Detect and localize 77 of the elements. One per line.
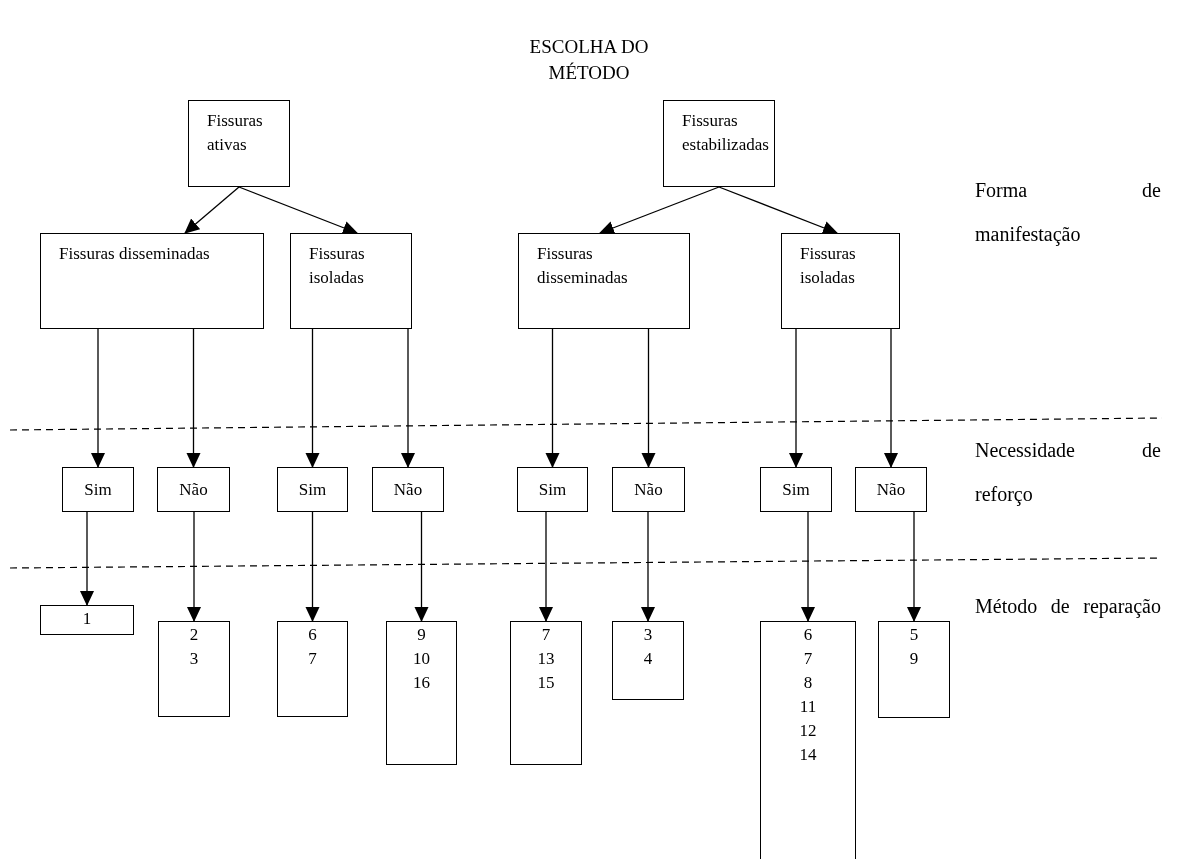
arrow <box>186 328 201 468</box>
box-text: Fissuras isoladas <box>309 243 366 289</box>
arrow <box>884 328 898 468</box>
process-box <box>781 233 900 329</box>
arrow <box>414 511 429 622</box>
box-text: 2 <box>188 624 200 646</box>
arrow <box>401 328 415 468</box>
box-text: 1 <box>81 608 93 630</box>
box-text: 11 <box>798 696 818 718</box>
process-box <box>612 467 685 512</box>
box-text: 6 <box>307 624 318 646</box>
box-text: Não <box>876 478 906 501</box>
box-text: Sim <box>84 478 112 501</box>
box-text: Não <box>393 478 423 501</box>
process-box <box>40 605 134 635</box>
arrow <box>80 511 94 606</box>
arrow <box>641 511 655 622</box>
box-text: Sim <box>538 478 567 501</box>
process-box <box>855 467 927 512</box>
arrow <box>907 511 921 622</box>
box-text: Fissuras disseminadas <box>537 243 629 289</box>
process-box <box>510 621 582 765</box>
process-box <box>612 621 684 700</box>
arrow <box>599 186 720 235</box>
process-box <box>62 467 134 512</box>
arrow <box>305 511 320 622</box>
box-text: 12 <box>798 720 818 742</box>
box-text: Sim <box>782 478 810 501</box>
process-box <box>518 233 690 329</box>
process-box <box>158 621 230 717</box>
box-text: 7 <box>540 624 552 646</box>
box-text: Não <box>634 478 663 501</box>
box-text: 9 <box>416 624 427 646</box>
process-box <box>157 467 230 512</box>
arrow <box>305 328 320 468</box>
arrow <box>238 186 358 235</box>
process-box <box>878 621 950 718</box>
process-box <box>277 621 348 717</box>
box-text: Não <box>179 478 208 501</box>
process-box <box>188 100 290 187</box>
box-text: 15 <box>536 672 556 694</box>
arrow <box>641 328 656 468</box>
arrow <box>91 328 105 468</box>
process-box <box>760 467 832 512</box>
box-text: 13 <box>536 648 556 670</box>
process-box <box>760 621 856 859</box>
box-text: Fissuras ativas <box>207 110 264 156</box>
arrow <box>187 511 201 622</box>
arrow <box>718 186 838 235</box>
box-text: 6 <box>802 624 814 646</box>
process-box <box>663 100 775 187</box>
process-box <box>40 233 264 329</box>
box-text: 7 <box>307 648 318 670</box>
arrow <box>789 328 803 468</box>
box-text: 9 <box>908 648 920 670</box>
box-text: Fissuras isoladas <box>800 243 857 289</box>
box-text: 7 <box>802 648 814 670</box>
box-text: 16 <box>412 672 431 694</box>
box-text: 3 <box>642 624 654 646</box>
box-text: 14 <box>798 744 818 766</box>
diagram-title: ESCOLHA DO MÉTODO <box>528 35 650 85</box>
process-box <box>386 621 457 765</box>
box-text: 10 <box>412 648 431 670</box>
process-box <box>290 233 412 329</box>
arrow <box>545 328 560 468</box>
arrow <box>184 186 240 234</box>
box-text: Fissuras disseminadas <box>59 243 211 265</box>
process-box <box>372 467 444 512</box>
arrow <box>801 511 815 622</box>
box-text: 3 <box>188 648 200 670</box>
process-box <box>277 467 348 512</box>
box-text: 8 <box>802 672 814 694</box>
box-text: 4 <box>642 648 654 670</box>
process-box <box>517 467 588 512</box>
arrow <box>539 511 553 622</box>
box-text: 5 <box>908 624 920 646</box>
box-text: Sim <box>298 478 327 501</box>
